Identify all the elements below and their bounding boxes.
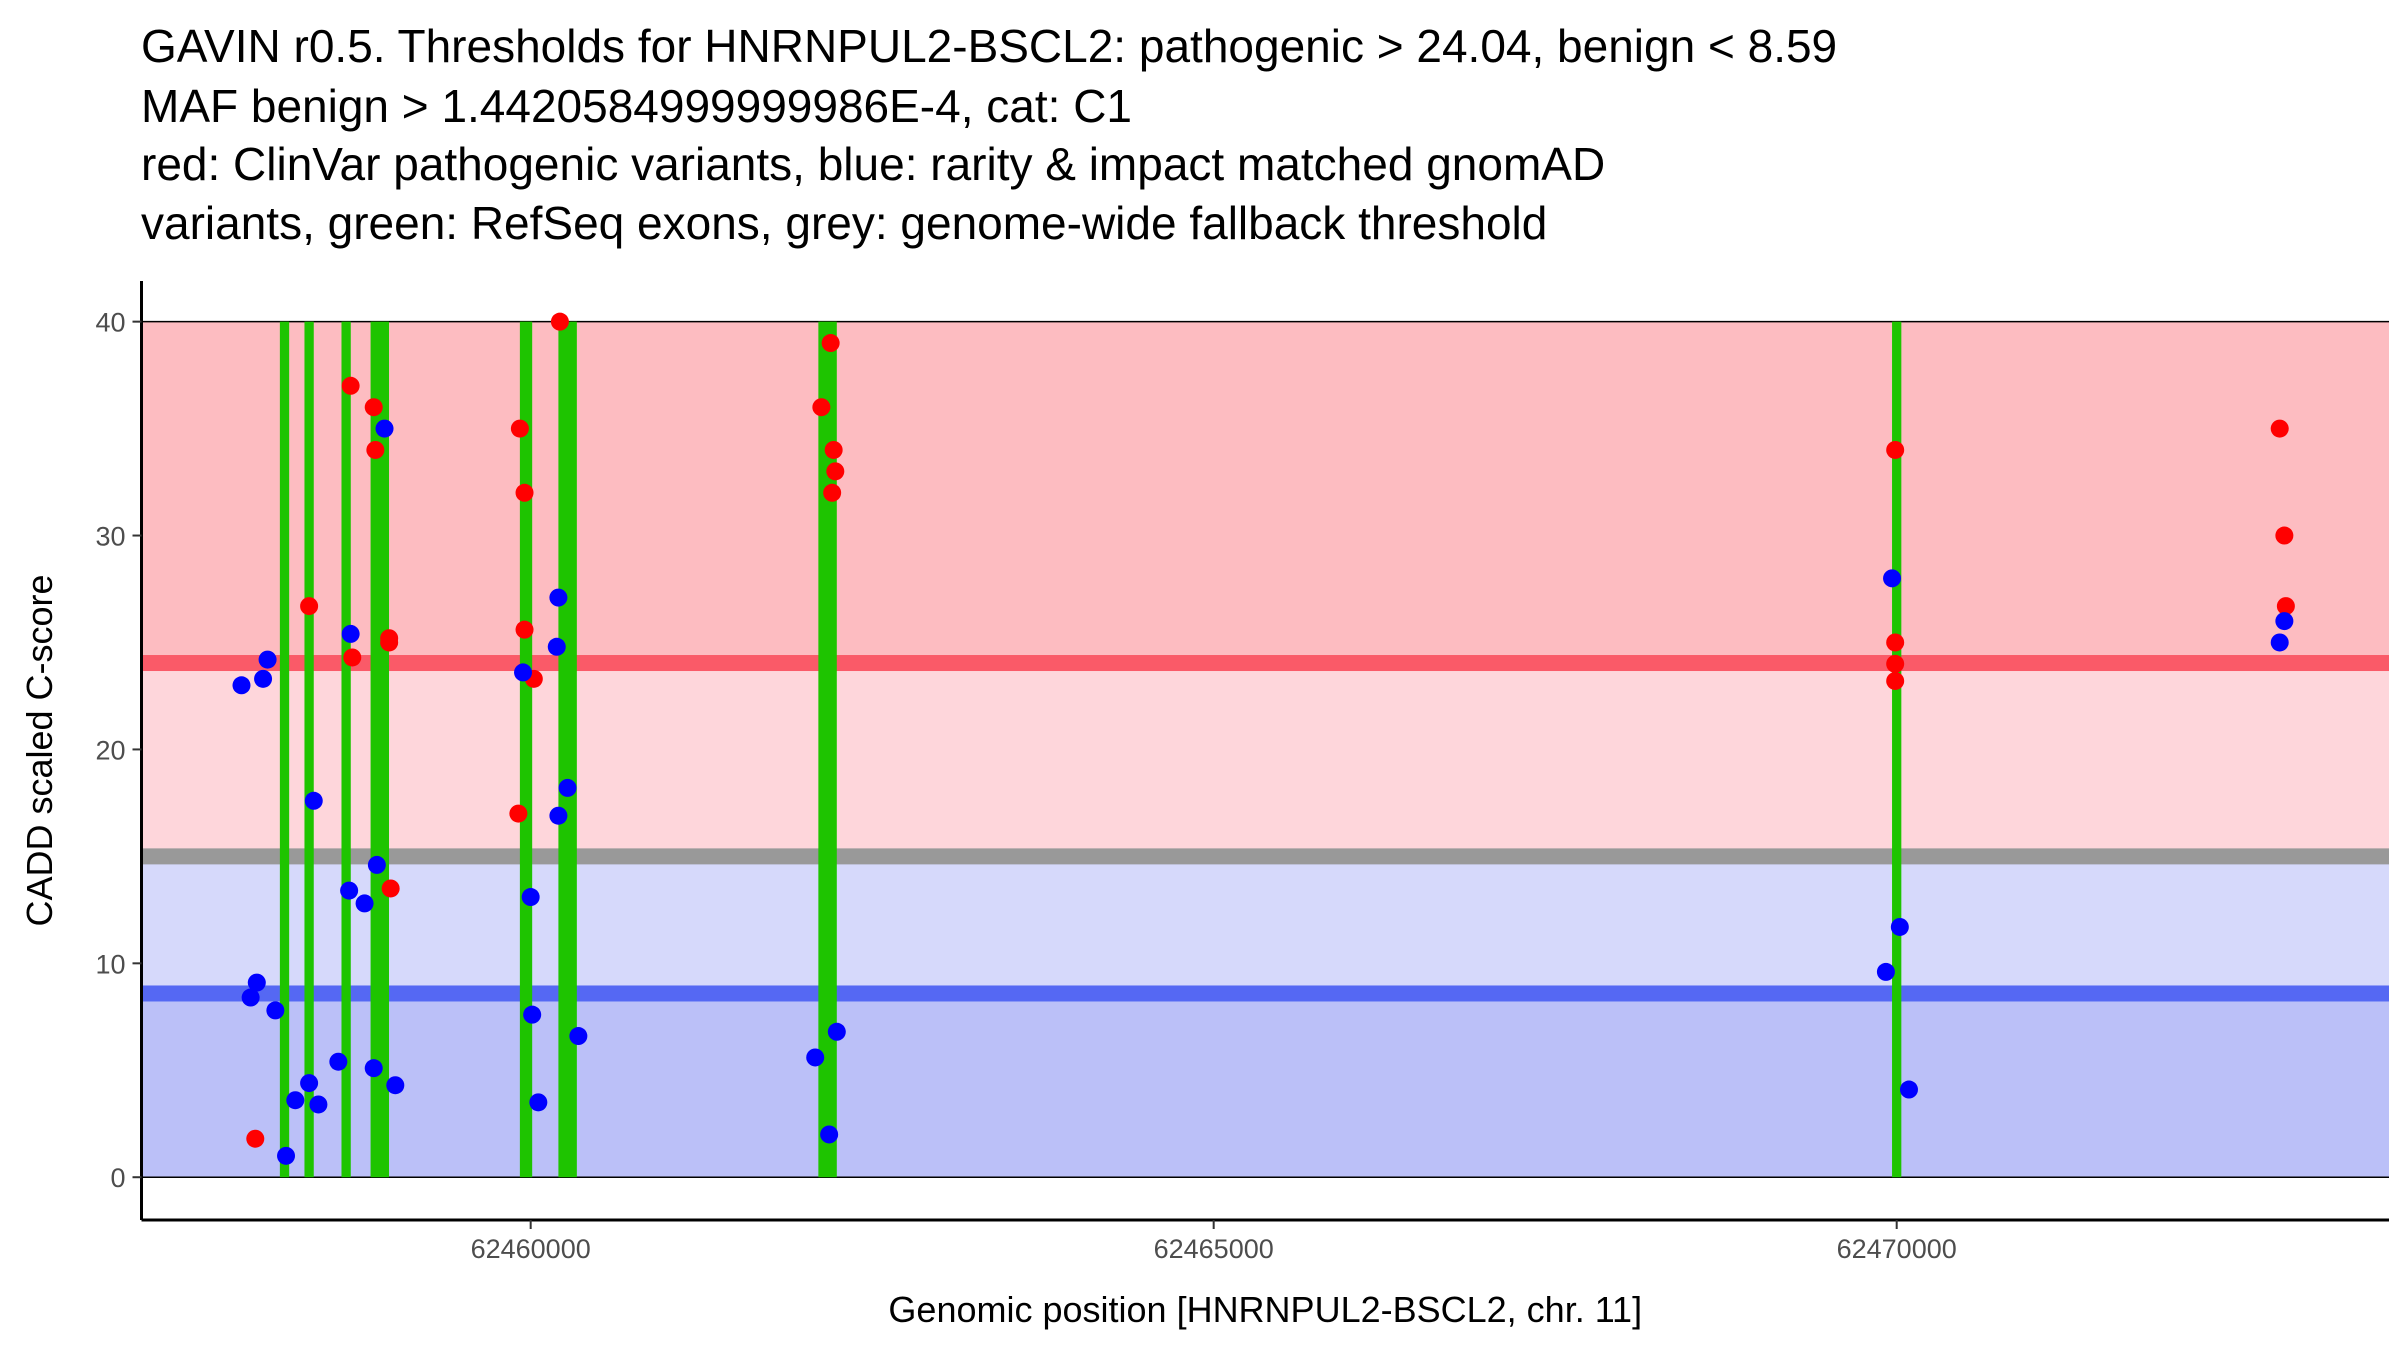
gnomad-point xyxy=(1876,962,1895,981)
gnomad-point xyxy=(549,806,568,825)
benign-threshold-line xyxy=(141,985,2389,1002)
pathogenic-threshold-line xyxy=(141,655,2389,672)
exon-bar xyxy=(304,321,314,1178)
gnomad-point xyxy=(375,419,394,438)
gnomad-point xyxy=(341,624,360,643)
gnomad-point xyxy=(521,888,540,907)
clinvar-point xyxy=(246,1129,265,1148)
gnomad-point xyxy=(254,669,273,688)
x-tick-label: 62470000 xyxy=(1837,1234,1957,1264)
exon-bars xyxy=(279,321,1902,1178)
exon-bar xyxy=(519,321,533,1178)
gnomad-point xyxy=(329,1052,348,1071)
gnomad-point xyxy=(569,1027,588,1046)
gnomad-point xyxy=(529,1093,548,1112)
clinvar-point xyxy=(515,620,534,639)
pathogenic-band xyxy=(141,321,2389,664)
y-tick-label: 0 xyxy=(110,1163,125,1193)
gnomad-point xyxy=(547,637,566,656)
y-tick-label: 40 xyxy=(95,308,125,338)
clinvar-point xyxy=(821,334,840,353)
clinvar-point xyxy=(824,440,843,459)
clinvar-point xyxy=(381,879,400,898)
clinvar-point xyxy=(1886,440,1905,459)
clinvar-point xyxy=(300,597,319,616)
gnomad-point xyxy=(309,1095,328,1114)
gnomad-point xyxy=(277,1146,296,1165)
clinvar-point xyxy=(1886,671,1905,690)
gnomad-point xyxy=(364,1059,383,1078)
gnomad-point xyxy=(1883,569,1902,588)
gnomad-point xyxy=(514,663,533,682)
exon-bar xyxy=(341,321,351,1178)
clinvar-point xyxy=(515,483,534,502)
gnomad-point xyxy=(558,778,577,797)
y-tick-label: 30 xyxy=(95,522,125,552)
gnomad-point xyxy=(827,1022,846,1041)
gnomad-point xyxy=(247,973,266,992)
exon-bar xyxy=(370,321,390,1178)
axes: 62460000 62465000 62470000 0 10 20 30 40 xyxy=(95,281,2389,1264)
lower-grey-zone-band xyxy=(141,856,2389,994)
gnomad-point xyxy=(523,1005,542,1024)
gnomad-point xyxy=(266,1001,285,1020)
clinvar-point xyxy=(826,462,845,481)
clinvar-point xyxy=(341,376,360,395)
x-tick-label: 62460000 xyxy=(471,1234,591,1264)
gnomad-point xyxy=(286,1091,305,1110)
gnomad-point xyxy=(367,855,386,874)
title-line-1: GAVIN r0.5. Thresholds for HNRNPUL2-BSCL… xyxy=(141,20,1837,72)
y-tick-label: 20 xyxy=(95,735,125,765)
gnomad-point xyxy=(1890,917,1909,936)
exon-bar xyxy=(279,321,290,1178)
clinvar-point xyxy=(823,483,842,502)
benign-band xyxy=(141,993,2389,1178)
title-line-3: red: ClinVar pathogenic variants, blue: … xyxy=(141,138,1605,190)
gnomad-point xyxy=(300,1074,319,1093)
clinvar-point xyxy=(812,398,831,417)
clinvar-point xyxy=(380,629,399,648)
clinvar-point xyxy=(364,398,383,417)
clinvar-point xyxy=(343,648,362,667)
gnomad-point xyxy=(806,1048,825,1067)
clinvar-point xyxy=(2276,597,2295,616)
gnomad-point xyxy=(2270,633,2289,652)
gnomad-point xyxy=(820,1125,839,1144)
gnomad-point xyxy=(232,676,251,695)
gnomad-point xyxy=(549,588,568,607)
clinvar-point xyxy=(1886,633,1905,652)
exon-bar xyxy=(558,321,577,1178)
gnomad-point xyxy=(241,988,260,1007)
variant-points xyxy=(232,312,2295,1165)
exon-bar xyxy=(818,321,837,1178)
y-tick-label: 10 xyxy=(95,949,125,979)
gnomad-point xyxy=(355,894,374,913)
gnomad-point xyxy=(386,1076,405,1095)
clinvar-point xyxy=(366,440,385,459)
gnomad-point xyxy=(304,791,323,810)
clinvar-point xyxy=(1886,654,1905,673)
exon-bar xyxy=(1892,321,1902,1178)
y-axis-label: CADD scaled C-score xyxy=(19,574,60,926)
threshold-bands xyxy=(141,320,2389,1178)
fallback-threshold-line xyxy=(141,848,2389,865)
x-axis-label: Genomic position [HNRNPUL2-BSCL2, chr. 1… xyxy=(888,1289,1642,1330)
chart-title: GAVIN r0.5. Thresholds for HNRNPUL2-BSCL… xyxy=(141,20,1837,249)
clinvar-point xyxy=(2275,526,2294,545)
title-line-2: MAF benign > 1.4420584999999986E-4, cat:… xyxy=(141,80,1132,132)
gnomad-point xyxy=(1899,1080,1918,1099)
gnomad-point xyxy=(258,650,277,669)
gnomad-point xyxy=(340,881,359,900)
gnomad-point xyxy=(2275,612,2294,631)
title-line-4: variants, green: RefSeq exons, grey: gen… xyxy=(141,197,1547,249)
clinvar-point xyxy=(550,312,569,331)
clinvar-point xyxy=(509,804,528,823)
upper-grey-zone-band xyxy=(141,663,2389,857)
clinvar-point xyxy=(510,419,529,438)
clinvar-point xyxy=(2270,419,2289,438)
x-tick-label: 62465000 xyxy=(1154,1234,1274,1264)
